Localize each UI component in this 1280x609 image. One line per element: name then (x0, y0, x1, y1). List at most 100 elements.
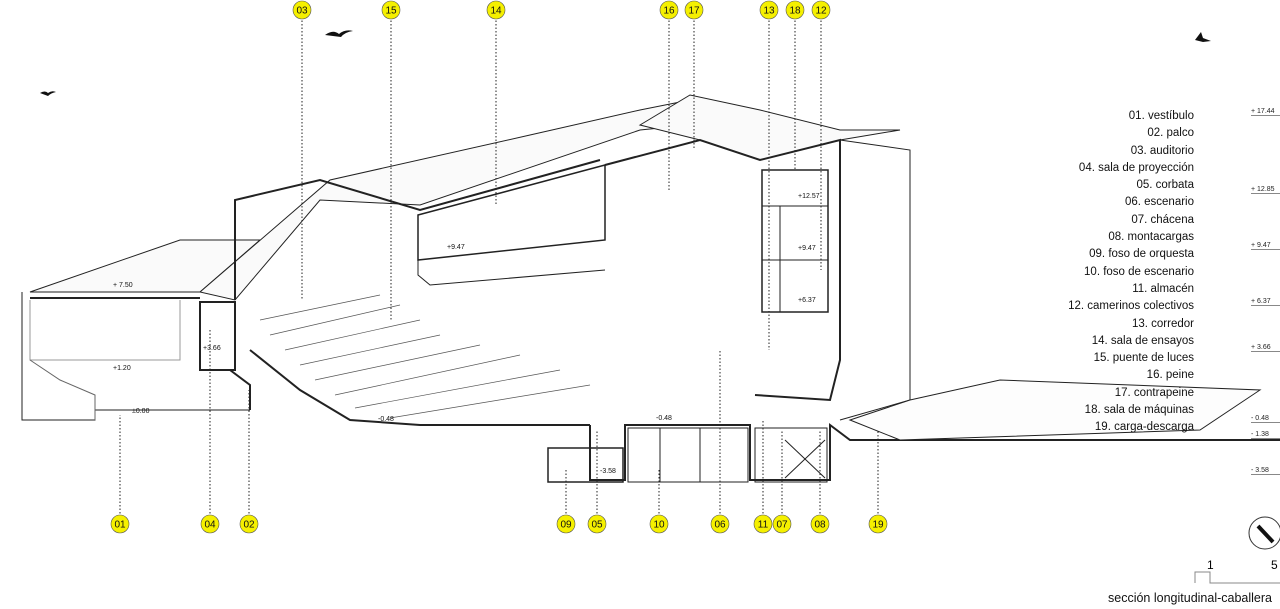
legend-item: 13. corredor (1131, 317, 1194, 330)
elevation-tag: +9.47 (798, 245, 816, 252)
callout-number: 10 (653, 520, 665, 531)
callout-number: 11 (758, 520, 769, 531)
callout-number: 17 (688, 6, 700, 17)
elevation-tag: -0.48 (656, 415, 672, 422)
callout-top-12: 12 (811, 0, 831, 270)
scale-end: 5 (1271, 558, 1278, 572)
callout-number: 06 (714, 520, 726, 531)
level-marker: + 3.66 (1251, 344, 1280, 352)
legend-item: 06. escenario (1124, 196, 1194, 209)
callout-bottom-10: 10 (649, 470, 669, 534)
callout-number: 01 (114, 520, 126, 531)
callout-bottom-01: 01 (110, 415, 130, 534)
callout-number: 04 (204, 520, 216, 531)
callout-top-13: 13 (759, 0, 779, 350)
callout-bottom-19: 19 (868, 430, 888, 534)
callout-bottom-11: 11 (753, 420, 773, 534)
legend-item: 15. puente de luces (1093, 352, 1194, 365)
callout-bottom-06: 06 (710, 350, 730, 534)
callout-circle (710, 514, 730, 534)
callout-circle (110, 514, 130, 534)
callout-top-17: 17 (684, 0, 704, 150)
level-marker: - 3.58 (1251, 467, 1280, 475)
callout-bottom-07: 07 (772, 430, 792, 534)
legend-item: 17. contrapeine (1114, 386, 1194, 399)
legend-item: 03. auditorio (1130, 144, 1194, 157)
level-marker: + 12.85 (1251, 186, 1280, 194)
elevation-tag: +12.57 (798, 193, 820, 200)
legend-item: 16. peine (1146, 369, 1194, 382)
callout-circle (684, 0, 704, 20)
callout-number: 07 (776, 520, 788, 531)
callout-circle (753, 514, 773, 534)
scale-bar (1194, 571, 1280, 584)
legend-item: 09. foso de orquesta (1089, 248, 1194, 261)
orientation-marker (1248, 516, 1280, 550)
elevation-tag: ±0.00 (132, 408, 150, 415)
callout-bottom-09: 09 (556, 470, 576, 534)
callout-circle (759, 0, 779, 20)
callout-circle (659, 0, 679, 20)
callout-circle (556, 514, 576, 534)
callout-circle (200, 514, 220, 534)
callout-circle (587, 514, 607, 534)
elevation-tag: -0.48 (378, 416, 394, 423)
bird-icon (40, 30, 1211, 96)
callout-circle (381, 0, 401, 20)
elevation-tag: -3.58 (600, 468, 616, 475)
elevation-tag: +3.66 (203, 345, 221, 352)
drawing-title: sección longitudinal-caballera (1108, 591, 1272, 605)
scale-start: 1 (1207, 558, 1214, 572)
callout-circle (772, 514, 792, 534)
elevation-tag: + 7.50 (113, 282, 133, 289)
callout-number: 18 (789, 6, 801, 17)
callout-number: 02 (243, 520, 255, 531)
legend-item: 18. sala de máquinas (1084, 404, 1194, 417)
callout-number: 16 (663, 6, 675, 17)
callout-bottom-05: 05 (587, 430, 607, 534)
elevation-tag: +1.20 (113, 365, 131, 372)
building-outline (21, 94, 1280, 483)
callout-circle (810, 514, 830, 534)
level-marker: - 0.48 (1251, 415, 1280, 423)
callout-circle (649, 514, 669, 534)
legend: 01. vestíbulo 02. palco 03. auditorio 04. s… (1068, 108, 1194, 437)
legend-item: 14. sala de ensayos (1091, 334, 1194, 347)
elevation-tag: +9.47 (447, 244, 465, 251)
callout-circle (868, 514, 888, 534)
callout-top-15: 15 (381, 0, 401, 320)
callout-circle (811, 0, 831, 20)
legend-item: 11. almacén (1132, 282, 1194, 295)
legend-item: 12. camerinos colectivos (1068, 300, 1194, 313)
callout-number: 19 (872, 520, 884, 531)
legend-item: 02. palco (1147, 127, 1194, 140)
legend-item: 07. chácena (1131, 213, 1194, 226)
legend-item: 04. sala de proyección (1078, 161, 1194, 174)
callout-top-16: 16 (659, 0, 679, 190)
legend-item: 19. carga-descarga (1094, 421, 1194, 434)
level-marker: + 17.44 (1251, 108, 1280, 116)
callout-circle (239, 514, 259, 534)
callout-bottom-08: 08 (810, 430, 830, 534)
callout-circle (292, 0, 312, 20)
legend-item: 08. montacargas (1108, 231, 1194, 244)
callout-number: 14 (490, 6, 502, 17)
level-marker: + 9.47 (1251, 242, 1280, 250)
legend-item: 01. vestíbulo (1128, 110, 1194, 122)
callout-number: 08 (814, 520, 826, 531)
callout-top-03: 03 (292, 0, 312, 300)
callout-number: 03 (296, 6, 308, 17)
callout-top-18: 18 (785, 0, 805, 170)
legend-item: 10. foso de escenario (1084, 265, 1194, 278)
callout-circle (785, 0, 805, 20)
callout-number: 09 (560, 520, 572, 531)
callout-top-14: 14 (486, 0, 506, 205)
callout-number: 13 (763, 6, 775, 17)
callout-number: 15 (385, 6, 397, 17)
callout-bottom-02: 02 (239, 390, 259, 534)
callout-number: 12 (815, 6, 827, 17)
level-marker: - 1.38 (1251, 431, 1280, 439)
level-marker: + 6.37 (1251, 298, 1280, 306)
legend-item: 05. corbata (1136, 179, 1194, 192)
callout-bottom-04: 04 (200, 330, 220, 534)
